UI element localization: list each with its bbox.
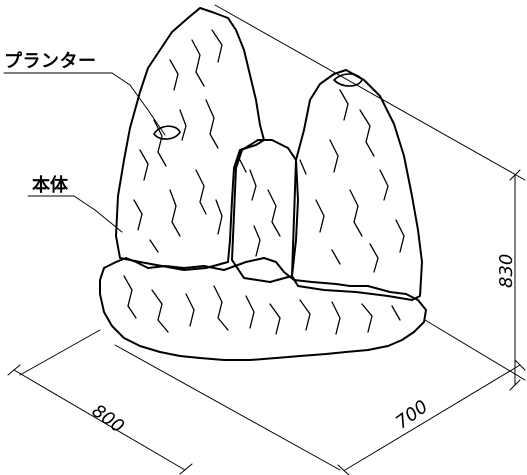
dimension-lines: [7, 4, 526, 475]
body-leader: [73, 195, 123, 233]
planter-label: プランター: [4, 51, 97, 72]
body-label: 本体: [32, 175, 68, 196]
rock-body: [99, 7, 427, 361]
planter-openings: [153, 73, 363, 140]
rock-texture: [123, 29, 405, 335]
front-base-rocks: [99, 257, 427, 361]
planter-opening-left: [153, 125, 181, 140]
left-tall-rock: [115, 7, 265, 271]
right-tall-rock: [291, 69, 423, 301]
middle-rock: [231, 139, 299, 283]
planter-opening-right: [333, 73, 363, 87]
height-dimension: 830: [496, 253, 517, 288]
